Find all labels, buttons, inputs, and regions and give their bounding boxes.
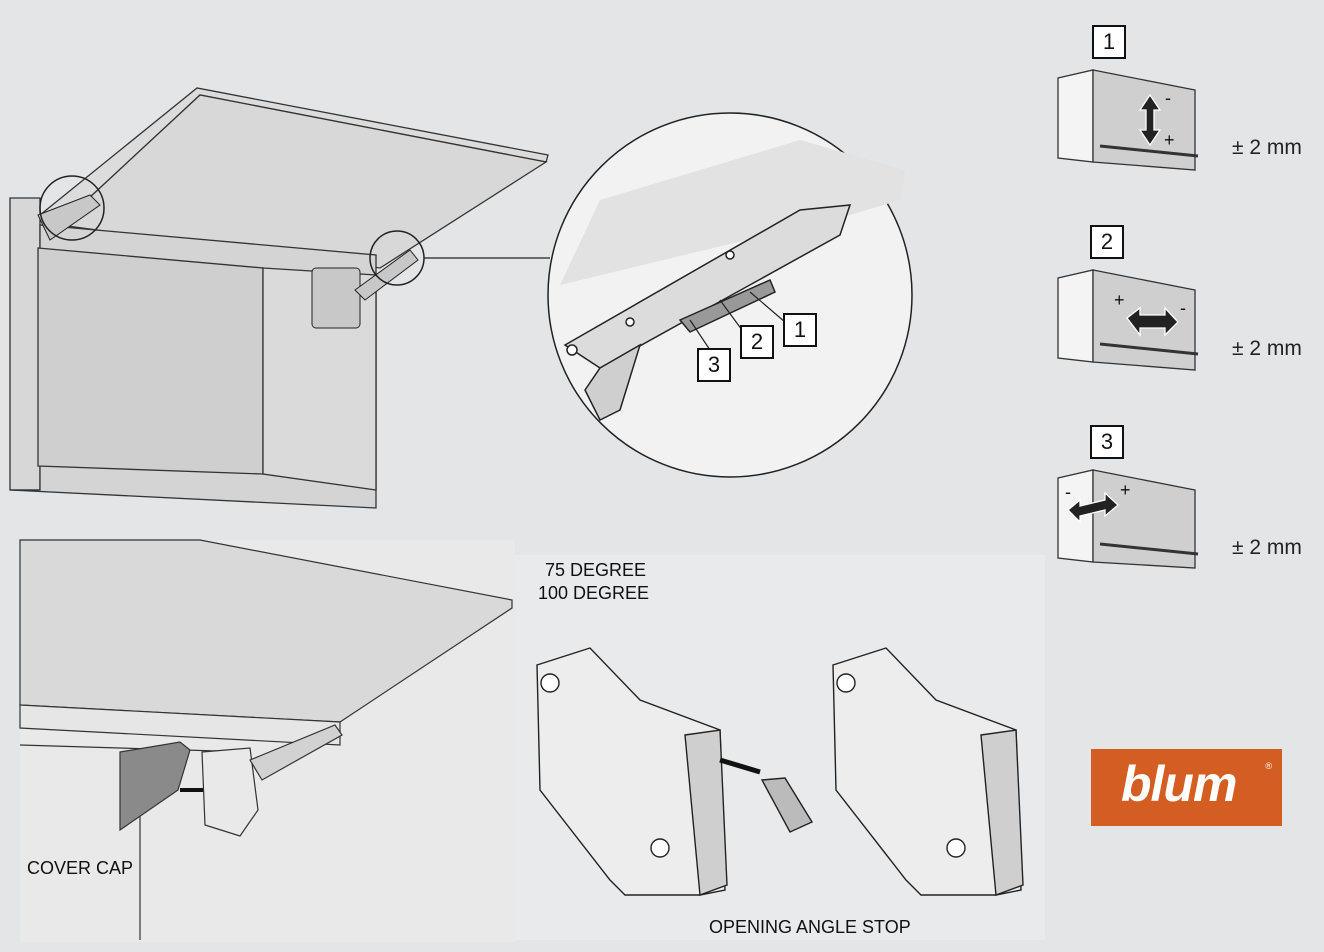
minus-sign-3: - bbox=[1065, 482, 1071, 502]
lower-cabinet bbox=[19, 539, 513, 940]
adjustment-number-1: 1 bbox=[1092, 25, 1126, 59]
plus-sign-1: + bbox=[1164, 130, 1175, 150]
adjustment-range-3: ± 2 mm bbox=[1232, 536, 1302, 559]
top-cabinet bbox=[9, 87, 549, 509]
blum-logo: blum ® bbox=[1091, 749, 1282, 826]
magnified-board bbox=[560, 140, 905, 285]
minus-sign-1: - bbox=[1165, 88, 1171, 108]
registered-mark-icon: ® bbox=[1265, 761, 1272, 771]
adjustment-range-2: ± 2 mm bbox=[1232, 337, 1302, 360]
callout-box-1: 1 bbox=[783, 313, 817, 347]
plus-sign-3: + bbox=[1120, 480, 1131, 500]
hinge-left bbox=[37, 194, 101, 241]
blum-wordmark: blum bbox=[1121, 756, 1237, 812]
hinge-right bbox=[311, 249, 419, 329]
detail-circle-left bbox=[39, 175, 105, 241]
adjust-cabinet-2 bbox=[1057, 269, 1199, 371]
adjust-cabinet-3 bbox=[1057, 469, 1199, 569]
callout-leaders bbox=[689, 291, 786, 351]
opening-angle-stop-label: OPENING ANGLE STOP bbox=[709, 917, 911, 937]
adjustment-number-2: 2 bbox=[1090, 225, 1124, 259]
adjust-cabinet-1 bbox=[1057, 69, 1199, 171]
lift-mechanism-left bbox=[536, 647, 814, 896]
minus-sign-2: - bbox=[1180, 298, 1186, 318]
adjustment-range-1: ± 2 mm bbox=[1232, 136, 1302, 159]
cover-cap-label: COVER CAP bbox=[27, 858, 134, 878]
adjustment-number-3: 3 bbox=[1090, 425, 1124, 459]
plus-sign-2: + bbox=[1114, 290, 1125, 310]
callout-box-3: 3 bbox=[697, 348, 731, 382]
angle-option-75: 75 DEGREE bbox=[545, 560, 647, 580]
callout-box-2: 2 bbox=[740, 325, 774, 359]
lift-mechanism-right bbox=[832, 647, 1024, 896]
angle-option-100: 100 DEGREE bbox=[538, 583, 650, 603]
